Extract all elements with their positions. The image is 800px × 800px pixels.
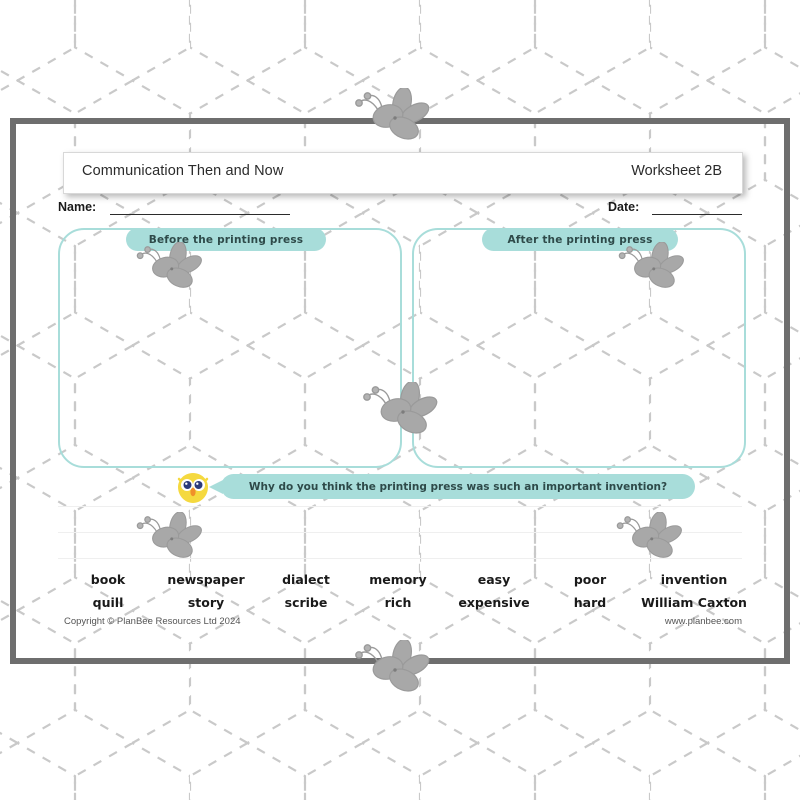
bee-icon <box>355 640 430 692</box>
bee-icon <box>136 242 202 288</box>
name-date-row: Name: Date: <box>16 200 784 222</box>
word-bank-word: newspaper <box>167 572 245 587</box>
word-bank-word: scribe <box>284 595 328 610</box>
worksheet-page: Communication Then and Now Worksheet 2B … <box>10 118 790 664</box>
website-url[interactable]: www.planbee.com <box>664 616 742 627</box>
word-bank-word: expensive <box>458 595 530 610</box>
bee-icon <box>136 512 202 558</box>
name-input-line[interactable] <box>110 214 290 215</box>
date-input-line[interactable] <box>652 214 742 215</box>
word-bank-row-1: book newspaper dialect memory easy poor invent… <box>16 572 784 592</box>
bee-icon <box>618 242 684 288</box>
footer: Copyright © PlanBee Resources Ltd 2024 w… <box>16 616 784 634</box>
date-label: Date: <box>608 200 640 214</box>
title-bar: Communication Then and Now Worksheet 2B <box>63 152 743 194</box>
before-printing-press-box[interactable] <box>58 228 402 468</box>
word-bank-word: easy <box>477 572 511 587</box>
bee-icon <box>355 88 430 140</box>
word-bank-word: book <box>90 572 126 587</box>
word-bank-word: invention <box>660 572 728 587</box>
honeycomb-background-page <box>16 124 784 658</box>
word-bank-word: hard <box>573 595 607 610</box>
question-bubble-tail <box>209 480 223 494</box>
after-printing-press-label: After the printing press <box>482 228 678 251</box>
owl-icon <box>177 473 209 503</box>
copyright-text: Copyright © PlanBee Resources Ltd 2024 <box>64 616 241 627</box>
word-bank-word: dialect <box>282 572 330 587</box>
word-bank-word: rich <box>384 595 412 610</box>
after-printing-press-box[interactable] <box>412 228 746 468</box>
bee-icon <box>363 382 438 434</box>
question-banner: Why do you think the printing press was … <box>16 464 784 508</box>
question-text: Why do you think the printing press was … <box>221 474 695 499</box>
worksheet-number: Worksheet 2B <box>631 163 722 179</box>
name-label: Name: <box>58 200 97 214</box>
page-title: Communication Then and Now <box>82 163 284 179</box>
word-bank-word: memory <box>369 572 427 587</box>
word-bank-word: William Caxton <box>641 595 747 610</box>
writing-line <box>58 558 742 559</box>
writing-line <box>58 532 742 533</box>
word-bank-word: quill <box>92 595 124 610</box>
bee-icon <box>616 512 682 558</box>
word-bank-row-2: quill story scribe rich expensive hard William… <box>16 595 784 615</box>
word-bank-word: poor <box>573 572 607 587</box>
word-bank-word: story <box>187 595 225 610</box>
writing-line <box>58 506 742 507</box>
